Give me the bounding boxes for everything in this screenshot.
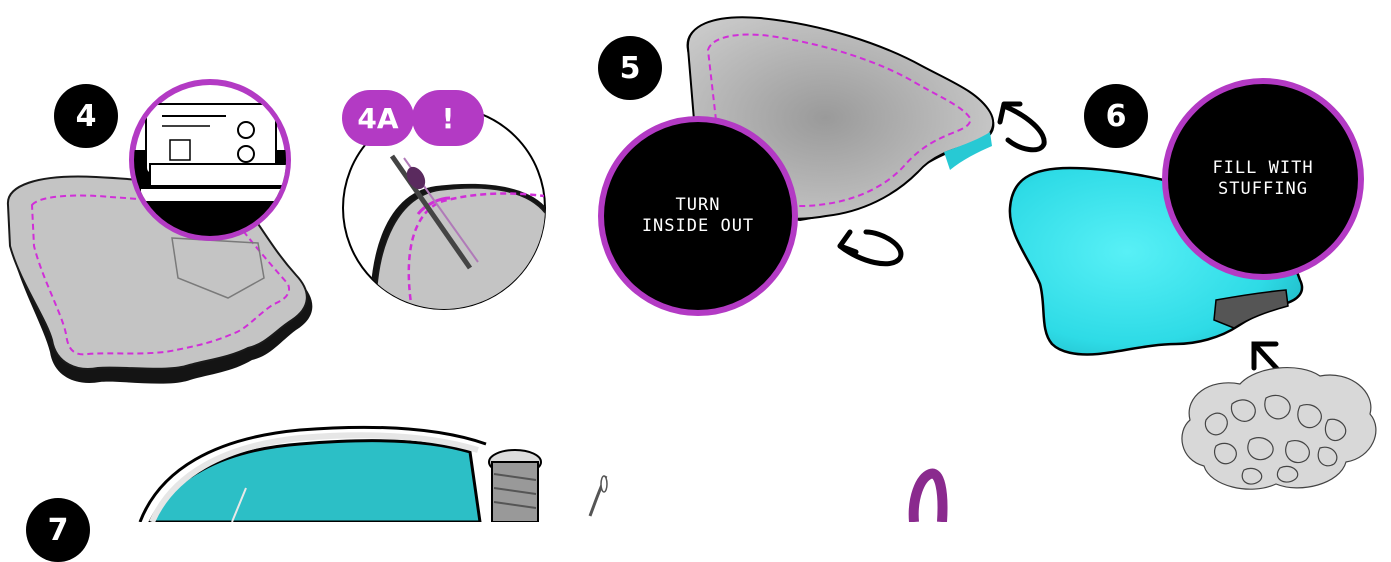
step5-number: 5	[620, 51, 641, 86]
step4-number: 4	[76, 99, 97, 134]
step7-number-badge: 7	[26, 498, 90, 562]
needle-icon	[590, 476, 607, 516]
step4a-label: 4A	[357, 102, 398, 135]
purple-thread-icon	[914, 474, 943, 522]
step6-number-badge: 6	[1084, 84, 1148, 148]
step5-caption-circle: TURN INSIDE OUT	[598, 116, 798, 316]
step6-caption-circle: FILL WITH STUFFING	[1162, 78, 1364, 280]
step5-caption: TURN INSIDE OUT	[642, 195, 754, 238]
step4a-alert: !	[442, 102, 455, 135]
step4a-label-badge: 4A	[342, 90, 414, 146]
step4-number-badge: 4	[54, 84, 118, 148]
embroidery-hoop-icon	[140, 427, 541, 522]
stuffing-icon	[1182, 368, 1376, 490]
step7-number: 7	[48, 513, 69, 548]
step4a-alert-badge: !	[412, 90, 484, 146]
step6-caption: FILL WITH STUFFING	[1212, 158, 1313, 201]
step5-number-badge: 5	[598, 36, 662, 100]
diagram-stage: 4 4A ! 5 TURN INSIDE OUT 6 FILL WITH STU…	[0, 0, 1391, 522]
step6-number: 6	[1106, 99, 1127, 134]
